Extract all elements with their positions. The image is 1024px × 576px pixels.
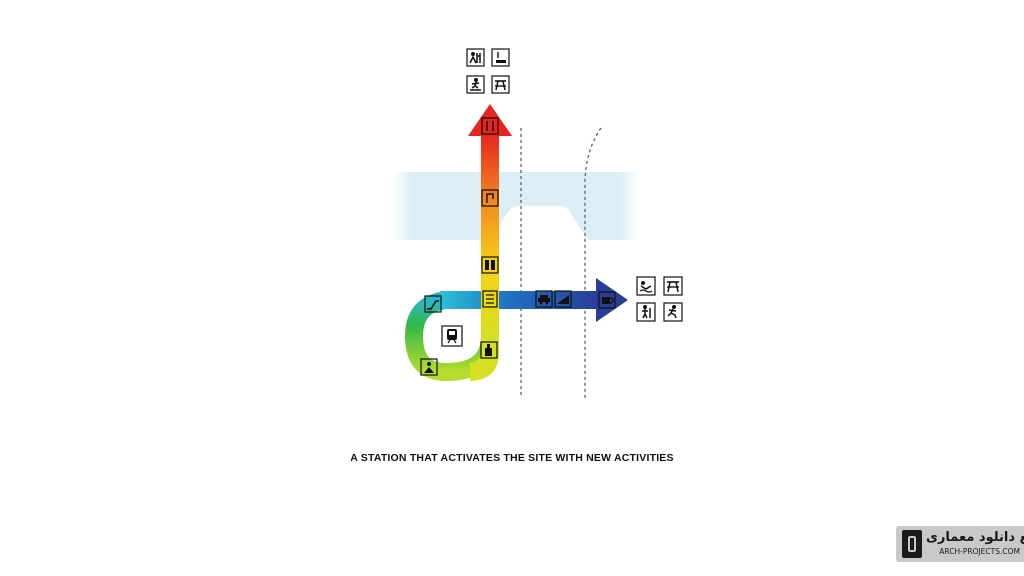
logo-url: ARCH-PROJECTS.COM — [939, 547, 1020, 556]
site-logo: مرجع دانلود معماری ARCH-PROJECTS.COM — [896, 526, 1024, 562]
train-icon — [441, 325, 463, 347]
jogger-icon — [663, 302, 683, 322]
playground-icon — [466, 48, 485, 67]
picnic-table-icon — [491, 75, 510, 94]
family-icon — [420, 358, 438, 376]
shop-icon — [481, 189, 499, 207]
coffee-icon — [598, 291, 616, 309]
lockers-icon — [481, 256, 499, 274]
ticket-icon — [482, 290, 498, 308]
logo-mark-icon — [902, 530, 922, 558]
car-icon — [535, 290, 553, 308]
swimmer-icon — [636, 276, 656, 296]
picnic-table-icon-right — [663, 276, 683, 296]
restaurant-icon — [481, 117, 499, 135]
ramp-icon — [554, 290, 572, 308]
diagram-caption: A STATION THAT ACTIVATES THE SITE WITH N… — [350, 452, 674, 464]
bottle-icon — [480, 341, 498, 359]
skateboard-icon — [466, 75, 485, 94]
logo-title: مرجع دانلود معماری — [926, 530, 1024, 545]
dashed-line-2 — [584, 127, 602, 398]
horizontal-arrow-head — [596, 278, 628, 322]
vertical-arrow-head — [468, 104, 512, 136]
vertical-arrow-shaft — [481, 134, 499, 340]
hiker-icon — [636, 302, 656, 322]
shower-icon — [491, 48, 510, 67]
escalator-icon — [424, 295, 442, 313]
site-band — [392, 172, 640, 240]
horizontal-arrow-shaft — [440, 291, 598, 309]
